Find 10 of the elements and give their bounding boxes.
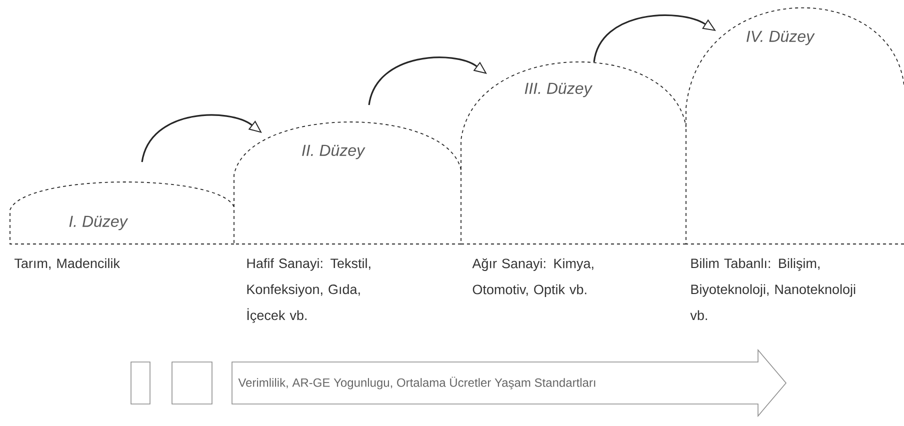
level-label: III. Düzey [524, 82, 593, 98]
level-label: IV. Düzey [746, 30, 815, 46]
level-label: I. Düzey [69, 216, 128, 230]
description-text: Ağır Sanayi: Kimya, Otomotiv, Optik vb. [472, 258, 594, 297]
description-text: Tarım, Madencilik [14, 258, 120, 270]
description-text: Hafif Sanayi: Tekstil, Konfeksiyon, Gıda, İçecek vb. [247, 258, 370, 323]
description-text: Bilim Tabanlı: Bilişim, Biyoteknoloji, Nanoteknoloji vb. [690, 258, 856, 320]
empty-box [172, 362, 212, 404]
level-label: II. Düzey [302, 144, 366, 160]
empty-box [130, 362, 150, 404]
